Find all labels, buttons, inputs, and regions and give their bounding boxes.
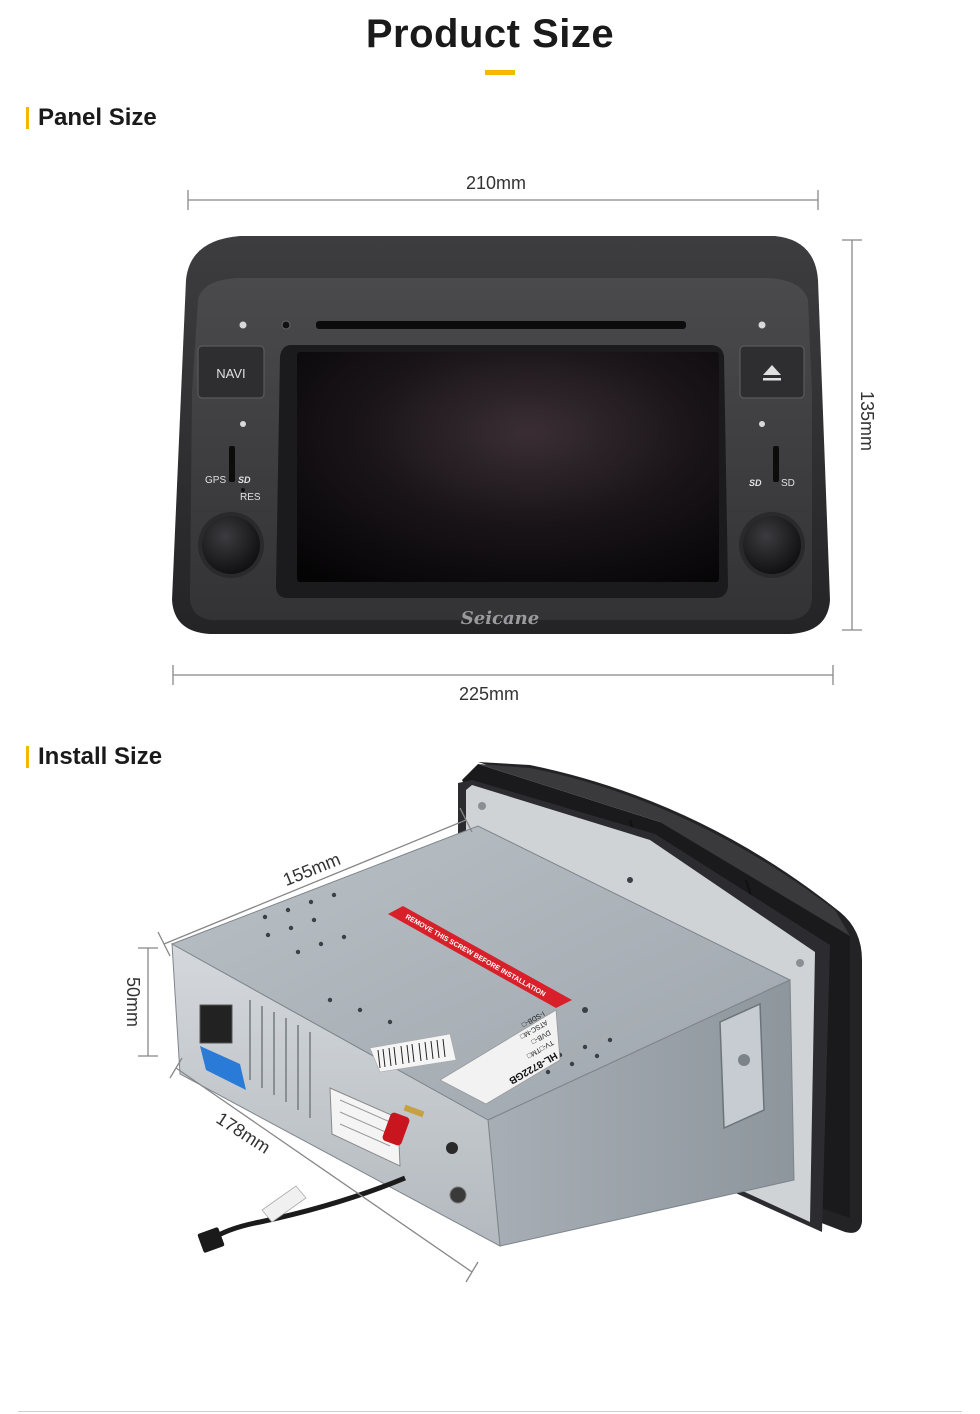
bottom-divider (18, 1411, 962, 1412)
sd-logo-icon: SD (749, 478, 762, 488)
navi-button (197, 345, 265, 399)
brand-logo: Seicane (461, 608, 539, 629)
antenna-plug (382, 1112, 410, 1146)
dimension-top-width: 210mm (187, 173, 819, 210)
mount-bracket (719, 1002, 765, 1130)
head-unit-front: Seicane NAVI GPS SD RES SD SD (172, 236, 830, 634)
sd-slot-label: SD (781, 478, 795, 489)
connector-black (199, 1004, 233, 1044)
dimension-height-label: 135mm (857, 391, 877, 451)
gps-slot-label: GPS (205, 475, 226, 486)
heading-accent-bar (26, 746, 29, 768)
panel-size-heading-text: Panel Size (38, 104, 157, 131)
navi-button-label: NAVI (216, 366, 245, 381)
indicator-led (759, 421, 765, 427)
eject-icon (763, 365, 781, 381)
heading-accent-bar (26, 107, 29, 129)
reset-hole (241, 488, 245, 492)
cable-tag (261, 1185, 307, 1223)
display-screen (297, 352, 719, 582)
tune-knob (743, 516, 801, 574)
connector-white (329, 1087, 401, 1167)
gps-card-slot (229, 446, 235, 482)
sd-logo-icon: SD (238, 475, 251, 485)
page-title: Product Size (365, 12, 615, 56)
title-underline (485, 70, 515, 75)
dimension-top-width-label: 210mm (466, 173, 526, 193)
sd-card-slot (773, 446, 779, 482)
dimension-install-height: 50mm (123, 947, 158, 1057)
disc-slot (316, 321, 686, 329)
cable (208, 1175, 406, 1243)
indicator-led (240, 421, 246, 427)
model-label: HL-8722GB TV-□TM□ DVB-□ ATSC-M□ I-SDB-□ (369, 1009, 561, 1105)
dimension-height: 135mm (842, 239, 877, 631)
reset-label: RES (240, 492, 261, 503)
volume-knob (202, 516, 260, 574)
cable-plug (197, 1227, 225, 1253)
connector-blue (200, 1046, 246, 1090)
dimension-install-height-label: 50mm (123, 977, 143, 1027)
chassis-box: REMOVE THIS SCREW BEFORE INSTALLATION HL… (170, 825, 795, 1253)
indicator-led (239, 321, 247, 329)
indicator-led (758, 321, 766, 329)
dimension-bottom-width-label: 225mm (459, 684, 519, 704)
mic-hole (281, 320, 291, 330)
install-size-heading-text: Install Size (38, 743, 163, 770)
dimension-bottom-width: 225mm (172, 665, 834, 704)
